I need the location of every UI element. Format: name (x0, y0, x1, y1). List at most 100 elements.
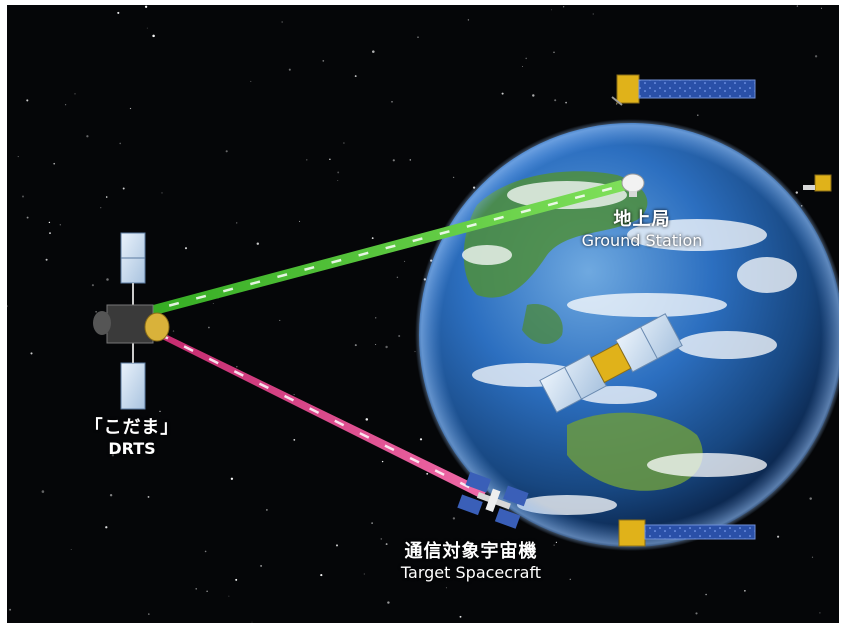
drts-satellite-icon (93, 232, 170, 410)
star (256, 242, 260, 245)
target-spacecraft-label-en: Target Spacecraft (400, 563, 542, 582)
star (387, 601, 390, 604)
star (551, 9, 552, 11)
star (335, 544, 339, 547)
star (565, 101, 567, 104)
star (106, 278, 109, 281)
star (391, 100, 393, 103)
star (705, 593, 707, 596)
star (144, 5, 148, 8)
star (293, 439, 296, 441)
star (105, 196, 108, 198)
target-spacecraft-label: 通信対象宇宙機 Target Spacecraft (371, 537, 571, 582)
star (554, 99, 557, 102)
star (235, 578, 238, 581)
star (119, 142, 122, 145)
star (26, 216, 29, 219)
star (426, 472, 429, 475)
star (814, 55, 818, 58)
star (236, 222, 238, 224)
star (293, 394, 295, 396)
star (41, 490, 45, 493)
star (195, 588, 197, 590)
target-spacecraft-label-jp: 通信対象宇宙機 (404, 541, 538, 562)
ground-station-label-jp: 地上局 (613, 209, 671, 230)
star (811, 556, 814, 558)
star (404, 260, 406, 262)
ground-station-dish-icon (621, 173, 645, 197)
star (337, 180, 339, 181)
star (795, 191, 798, 194)
scene-illustration (7, 5, 839, 623)
star (91, 284, 94, 287)
star (365, 418, 369, 421)
star (532, 94, 535, 97)
star (204, 550, 207, 553)
star (230, 477, 234, 480)
star (225, 150, 228, 153)
star (48, 221, 51, 224)
drts-label-jp: 「こだま」 (84, 417, 180, 438)
star (207, 326, 210, 329)
star (522, 66, 523, 67)
star (354, 75, 357, 78)
star (105, 526, 108, 529)
star (260, 564, 263, 567)
star (117, 451, 120, 454)
star (419, 438, 423, 441)
star (206, 590, 208, 592)
star (266, 509, 268, 511)
star (796, 5, 799, 7)
space-scene: 地上局 Ground Station 「こだま」 DRTS 通信対象宇宙機 Ta… (7, 5, 839, 623)
drts-label: 「こだま」 DRTS (72, 413, 192, 458)
star (159, 410, 161, 413)
star (228, 595, 230, 597)
star (26, 99, 29, 102)
star (146, 27, 148, 29)
star (809, 497, 812, 500)
link-drts-ground-station (112, 180, 627, 325)
star (45, 258, 48, 261)
star (30, 352, 33, 355)
star (337, 171, 340, 174)
star (212, 303, 214, 304)
star (555, 541, 558, 544)
star (371, 237, 374, 239)
star (111, 454, 115, 457)
star (392, 159, 395, 162)
link-drts-target-spacecraft (157, 330, 487, 499)
star (86, 135, 89, 138)
star (95, 311, 97, 313)
star (452, 517, 456, 520)
star (819, 612, 821, 614)
star (74, 93, 76, 95)
target-spacecraft-icon (457, 471, 529, 529)
star (553, 544, 555, 546)
star (329, 158, 331, 160)
star (59, 224, 61, 226)
star (414, 351, 416, 353)
star (354, 344, 357, 347)
star (7, 305, 8, 307)
star (501, 92, 504, 95)
star (22, 195, 24, 198)
star (592, 13, 594, 15)
star (129, 107, 132, 110)
star (299, 220, 301, 222)
star (616, 103, 618, 105)
star (525, 57, 527, 60)
star (409, 159, 412, 161)
star (251, 621, 253, 623)
star (569, 578, 571, 580)
star (65, 104, 67, 106)
star (417, 36, 419, 38)
star (695, 612, 698, 615)
star (363, 573, 365, 575)
star (17, 156, 19, 158)
star (821, 7, 822, 9)
star (250, 80, 252, 82)
star (148, 613, 150, 615)
drts-label-en: DRTS (108, 439, 156, 458)
small-satellite-icon (803, 174, 832, 192)
star (467, 19, 470, 21)
